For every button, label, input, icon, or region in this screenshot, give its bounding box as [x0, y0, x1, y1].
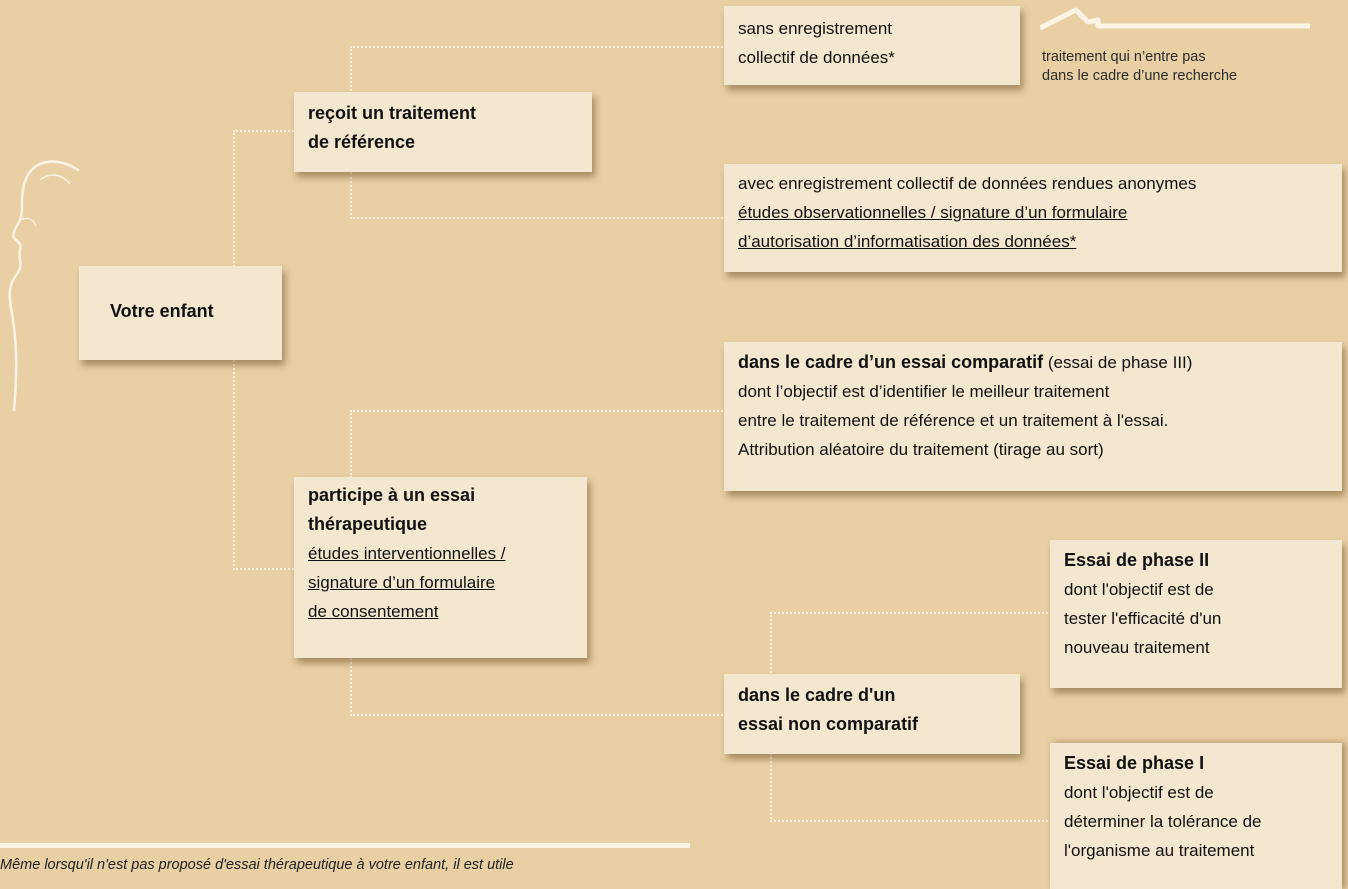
non-comparative-line2: essai non comparatif [738, 714, 919, 734]
phase2-title: Essai de phase II [1064, 550, 1210, 570]
no-registration-line2: collectif de données* [738, 48, 895, 67]
comparative-title-suffix: (essai de phase III) [1043, 353, 1193, 372]
phase2-line2: dont l'objectif est de [1064, 580, 1214, 599]
note-line1: traitement qui n’entre pas [1042, 49, 1206, 65]
root-label: Votre enfant [110, 301, 214, 321]
child-profile-icon [8, 160, 80, 412]
with-registration-line1: avec enregistrement collectif de données… [738, 174, 1197, 193]
connector-trial-noncomparative [350, 658, 727, 716]
note-text: traitement qui n’entre pas dans le cadre… [1042, 48, 1237, 86]
connector-trial-comparative [350, 410, 727, 478]
footnote: Même lorsqu'il n'est pas proposé d'essai… [0, 857, 514, 873]
no-registration-box: sans enregistrement collectif de données… [724, 6, 1020, 85]
non-comparative-line1: dans le cadre d'un [738, 685, 896, 705]
comparative-title: dans le cadre d’un essai comparatif [738, 352, 1044, 372]
phase1-title: Essai de phase I [1064, 753, 1205, 773]
phase1-line3: déterminer la tolérance de [1064, 812, 1262, 831]
comparative-line4: Attribution aléatoire du traitement (tir… [738, 440, 1104, 459]
with-registration-line2: études observationnelles / signature d’u… [738, 203, 1128, 222]
footnote-divider [0, 843, 690, 848]
phase2-box: Essai de phase II dont l'objectif est de… [1050, 540, 1342, 688]
trial-line2: thérapeutique [308, 514, 428, 534]
connector-root-trial [233, 360, 297, 570]
reference-line2: de référence [308, 132, 416, 152]
connector-noncomp-phase2 [770, 612, 1052, 676]
connector-noncomp-phase1 [770, 754, 1052, 822]
connector-reference-withreg [350, 172, 727, 219]
connector-reference-noreg [350, 46, 727, 94]
phase1-box: Essai de phase I dont l'objectif est de … [1050, 743, 1342, 889]
phase1-line4: l'organisme au traitement [1064, 841, 1255, 860]
lightning-arrow-icon [1040, 7, 1310, 31]
comparative-box: dans le cadre d’un essai comparatif (ess… [724, 342, 1342, 491]
trial-line3: études interventionnelles / [308, 544, 506, 563]
comparative-line3: entre le traitement de référence et un t… [738, 411, 1169, 430]
no-registration-line1: sans enregistrement [738, 19, 893, 38]
trial-line5: de consentement [308, 602, 439, 621]
reference-line1: reçoit un traitement [308, 103, 477, 123]
trial-line4: signature d’un formulaire [308, 573, 496, 592]
trial-box: participe à un essai thérapeutique étude… [294, 477, 587, 658]
note-line2: dans le cadre d’une recherche [1042, 68, 1238, 84]
with-registration-line3: d’autorisation d’informatisation des don… [738, 232, 1077, 251]
trial-line1: participe à un essai [308, 485, 476, 505]
root-box: Votre enfant [79, 266, 282, 360]
phase2-line3: tester l'efficacité d'un [1064, 609, 1222, 628]
phase1-line2: dont l'objectif est de [1064, 783, 1214, 802]
phase2-line4: nouveau traitement [1064, 638, 1210, 657]
comparative-line1: dans le cadre d’un essai comparatif (ess… [738, 348, 1328, 377]
reference-box: reçoit un traitement de référence [294, 92, 592, 172]
comparative-line2: dont l’objectif est d’identifier le meil… [738, 382, 1110, 401]
non-comparative-box: dans le cadre d'un essai non comparatif [724, 674, 1020, 754]
connector-root-reference [233, 130, 297, 270]
with-registration-box: avec enregistrement collectif de données… [724, 164, 1342, 272]
